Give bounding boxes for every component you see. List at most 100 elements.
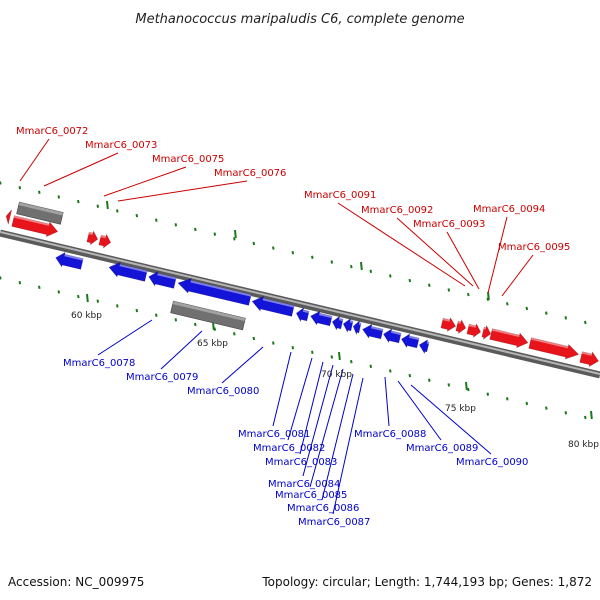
- gc-tick: [350, 359, 353, 364]
- leader-line: [410, 384, 492, 455]
- gene-label-forward[interactable]: MmarC6_0095: [498, 242, 570, 253]
- scale-label: 70 kbp: [321, 370, 352, 380]
- gc-tick: [272, 341, 275, 345]
- forward-gene: [440, 317, 457, 333]
- gene-label-forward[interactable]: MmarC6_0075: [152, 154, 224, 165]
- gc-content-track: [0, 181, 593, 420]
- map-title: Methanococcus maripaludis C6, complete g…: [135, 12, 464, 27]
- gc-major-tick: [487, 291, 490, 301]
- gc-major-tick: [360, 261, 363, 271]
- gc-tick: [330, 260, 334, 264]
- gc-tick: [506, 302, 509, 306]
- gc-tick: [174, 318, 178, 322]
- leader-line: [487, 216, 508, 294]
- gene-label-forward[interactable]: MmarC6_0094: [473, 204, 545, 215]
- gene-label-reverse[interactable]: MmarC6_0086: [287, 503, 359, 514]
- gc-tick: [213, 232, 217, 236]
- gc-tick: [233, 332, 236, 336]
- gc-tick: [135, 213, 139, 218]
- leader-line: [221, 346, 264, 384]
- gene-label-reverse[interactable]: MmarC6_0079: [126, 372, 198, 383]
- gc-tick: [389, 274, 392, 278]
- gene-label-reverse[interactable]: MmarC6_0090: [456, 457, 528, 468]
- gc-tick: [584, 320, 587, 325]
- gene-label-forward[interactable]: MmarC6_0072: [16, 126, 88, 137]
- gene-labels: MmarC6_0072MmarC6_0073MmarC6_0075MmarC6_…: [16, 126, 570, 528]
- forward-gene: [5, 209, 13, 225]
- genome-backbone: [0, 229, 600, 379]
- gc-tick: [447, 288, 451, 292]
- leader-line: [299, 361, 324, 455]
- gene-label-reverse[interactable]: MmarC6_0080: [187, 386, 259, 397]
- gc-tick: [77, 294, 80, 299]
- gc-tick: [467, 387, 470, 392]
- gc-tick: [57, 290, 61, 294]
- gc-tick: [57, 195, 61, 199]
- gc-tick: [174, 223, 178, 227]
- reverse-gene: [342, 317, 354, 333]
- gc-tick: [96, 299, 100, 303]
- gc-tick: [545, 311, 548, 315]
- gene-label-reverse[interactable]: MmarC6_0089: [406, 443, 478, 454]
- gene-label-reverse[interactable]: MmarC6_0088: [354, 429, 426, 440]
- accession-text: Accession: NC_009975: [8, 575, 144, 589]
- gene-label-reverse[interactable]: MmarC6_0081: [238, 429, 310, 440]
- gc-tick: [467, 292, 470, 297]
- gc-tick: [116, 209, 119, 213]
- gc-major-tick: [86, 293, 89, 303]
- gc-tick: [389, 369, 392, 373]
- leader-line: [43, 152, 119, 187]
- gene-label-reverse[interactable]: MmarC6_0084: [268, 479, 340, 490]
- gc-tick: [18, 280, 22, 285]
- leader-line: [287, 357, 313, 441]
- gc-major-tick: [590, 410, 593, 420]
- gene-label-forward[interactable]: MmarC6_0076: [214, 168, 286, 179]
- reverse-gene: [383, 328, 402, 344]
- gc-tick: [447, 383, 451, 387]
- forward-gene: [11, 215, 59, 238]
- reverse-gene: [55, 251, 84, 270]
- gc-tick: [525, 306, 529, 311]
- leader-line: [396, 217, 474, 287]
- gene-label-forward[interactable]: MmarC6_0091: [304, 190, 376, 201]
- reverse-gene: [310, 310, 333, 327]
- label-leader-lines: [19, 138, 534, 515]
- gene-label-reverse[interactable]: MmarC6_0078: [63, 358, 135, 369]
- forward-gene: [98, 233, 112, 249]
- gc-tick: [408, 278, 412, 283]
- gene-label-reverse[interactable]: MmarC6_0087: [298, 517, 370, 528]
- gene-label-reverse[interactable]: MmarC6_0085: [275, 490, 347, 501]
- gc-major-tick: [212, 321, 215, 331]
- gene-label-forward[interactable]: MmarC6_0093: [413, 219, 485, 230]
- leader-line: [97, 319, 153, 356]
- scale-label: 75 kbp: [445, 404, 476, 414]
- leader-line: [321, 373, 354, 501]
- gc-tick: [311, 255, 314, 260]
- scale-label: 80 kbp: [568, 440, 599, 450]
- gc-tick: [506, 397, 509, 401]
- gc-tick: [272, 246, 275, 250]
- gene-label-forward[interactable]: MmarC6_0073: [85, 140, 157, 151]
- gc-tick: [155, 313, 158, 317]
- leader-line: [332, 377, 364, 515]
- gc-tick: [155, 218, 158, 222]
- leader-line: [446, 231, 480, 290]
- gene-label-reverse[interactable]: MmarC6_0082: [253, 443, 325, 454]
- gc-tick: [408, 373, 412, 378]
- leader-line: [384, 376, 390, 427]
- gene-label-forward[interactable]: MmarC6_0092: [361, 205, 433, 216]
- gc-tick: [428, 378, 431, 382]
- forward-gene: [489, 328, 529, 349]
- reverse-gene: [148, 270, 177, 289]
- gc-tick: [18, 185, 22, 190]
- gc-tick: [38, 285, 41, 289]
- gc-major-tick: [234, 229, 237, 239]
- leader-line: [117, 180, 248, 202]
- gc-tick: [77, 199, 80, 204]
- gene-label-reverse[interactable]: MmarC6_0083: [265, 457, 337, 468]
- gc-tick: [233, 237, 236, 241]
- gc-major-tick: [338, 351, 341, 361]
- gc-tick: [291, 346, 295, 350]
- leader-line: [19, 138, 50, 182]
